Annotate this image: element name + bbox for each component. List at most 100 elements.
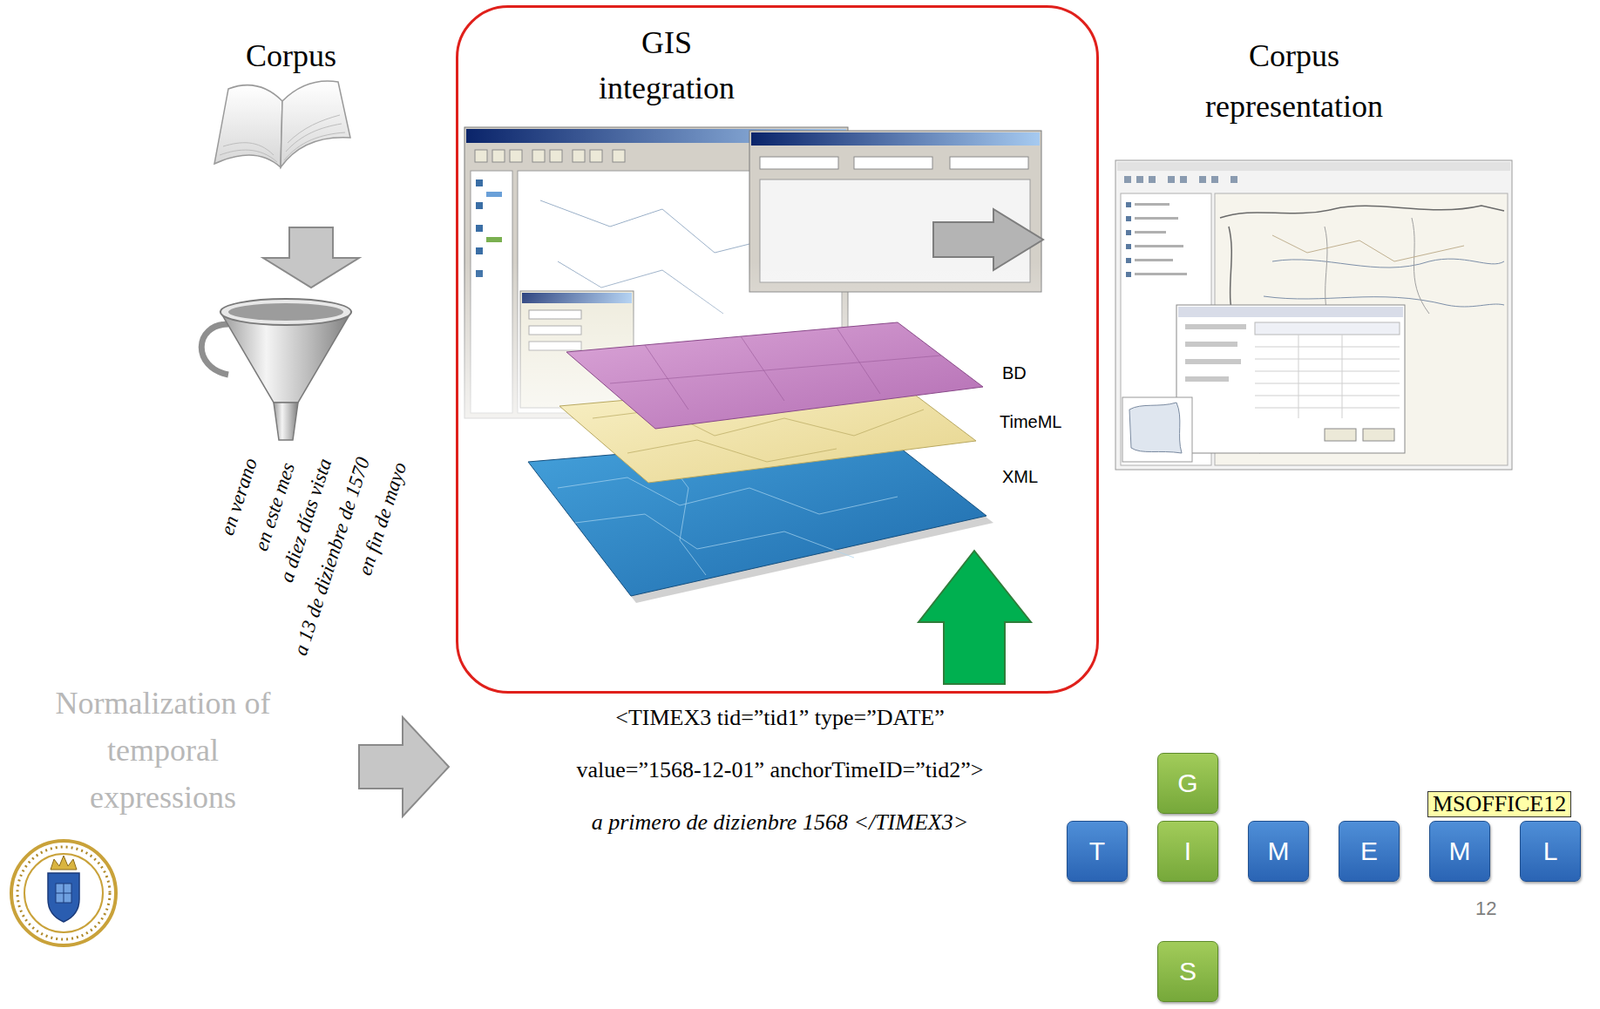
gis-layers-part <box>566 322 984 429</box>
map-screenshot-part <box>1136 176 1144 184</box>
gis-software-windows-part <box>475 224 483 232</box>
map-screenshot-part <box>1176 305 1405 454</box>
book-icon <box>214 81 351 168</box>
university-seal <box>11 840 116 946</box>
map-screenshot-part <box>1148 176 1156 184</box>
map-screenshot-part <box>1178 306 1404 318</box>
gis-software-windows-part <box>475 179 483 187</box>
box-heading: GIS integration <box>570 20 763 111</box>
map-screenshot <box>1115 160 1512 470</box>
tile-letter: E <box>1360 838 1378 865</box>
map-screenshot-part <box>1185 376 1229 382</box>
map-screenshot-part <box>1129 402 1182 454</box>
funnel-icon-part <box>201 324 229 375</box>
gis-integration-box: GIS integration <box>455 5 1099 694</box>
output-arrow <box>933 209 1044 271</box>
layer-label: BD <box>1002 362 1027 384</box>
gis-software-windows-part <box>474 149 488 163</box>
map-screenshot-part <box>1411 217 1430 314</box>
university-seal-part <box>47 873 80 923</box>
funnel-icon-part <box>228 303 344 321</box>
page-number: 12 <box>1475 897 1497 921</box>
book-icon-part <box>223 142 274 156</box>
map-screenshot-part <box>1125 230 1132 236</box>
university-seal-part <box>55 883 72 903</box>
university-seal-part <box>24 854 103 933</box>
gis-software-windows-part <box>612 149 625 163</box>
down-arrow <box>263 227 360 288</box>
gis-software-windows-part <box>572 149 585 163</box>
map-screenshot-part <box>1254 322 1400 335</box>
gis-software-windows-part <box>509 149 523 163</box>
gis-software-windows-part <box>759 156 839 170</box>
map-screenshot-part <box>1185 341 1238 347</box>
map-screenshot-part <box>1272 235 1465 262</box>
map-screenshot-part <box>1134 230 1167 234</box>
gis-software-windows-part <box>486 191 502 197</box>
layer-label: TimeML <box>999 411 1062 433</box>
map-screenshot-part <box>1134 258 1173 262</box>
gis-software-windows-part <box>475 247 483 255</box>
input-arrow <box>918 550 1031 685</box>
map-screenshot-part <box>1179 176 1187 184</box>
logo-tile: G <box>1157 752 1219 814</box>
map-screenshot-part <box>1117 162 1511 171</box>
logo-tile: T <box>1066 820 1128 882</box>
logo-tile: S <box>1157 941 1219 1003</box>
funnel-icon <box>201 298 352 441</box>
step-caption: Normalization of temporal expressions <box>32 679 294 821</box>
tile-letter: M <box>1267 838 1290 865</box>
logo-tile: E <box>1338 820 1400 882</box>
gis-software-windows-part <box>532 149 545 163</box>
map-screenshot-part <box>1125 244 1132 250</box>
map-screenshot-part <box>1125 257 1132 264</box>
map-screenshot-part <box>1220 205 1505 218</box>
layer-label: XML <box>1002 466 1038 488</box>
map-screenshot-part <box>1272 258 1505 268</box>
gis-layers-part <box>610 355 942 384</box>
map-screenshot-part <box>1125 271 1132 278</box>
map-screenshot-part <box>1134 244 1184 248</box>
gis-layers-part <box>627 440 837 462</box>
timeml-code-line: value=”1568-12-01” anchorTimeID=”tid2”> <box>474 756 1085 784</box>
map-screenshot-part <box>1115 160 1512 470</box>
gis-layers-part <box>575 514 855 558</box>
section-title: Corpus <box>203 30 379 82</box>
book-icon-part <box>287 115 340 143</box>
gis-software-windows-part <box>949 156 1029 170</box>
down-arrow-part <box>263 227 360 288</box>
map-screenshot-part <box>1211 176 1219 184</box>
map-screenshot-part <box>1167 176 1175 184</box>
logo-tile: I <box>1157 820 1219 882</box>
book-icon-part <box>214 85 283 168</box>
map-screenshot-part <box>1199 176 1207 184</box>
tile-letter: S <box>1179 958 1197 985</box>
map-screenshot-part <box>1125 202 1132 208</box>
map-screenshot-part <box>1125 216 1132 222</box>
tile-letter: M <box>1449 838 1472 865</box>
logo-tile: L <box>1519 820 1581 882</box>
gis-software-windows-part <box>540 200 785 253</box>
map-screenshot-part <box>1134 272 1187 276</box>
tile-letter: G <box>1177 770 1198 797</box>
gis-layers-part <box>740 336 785 401</box>
map-screenshot-part <box>1230 176 1238 184</box>
gis-layers-part <box>557 477 898 515</box>
book-icon-part <box>284 132 346 161</box>
gis-layers <box>528 322 994 604</box>
input-arrow-part <box>918 550 1031 685</box>
gis-software-windows-part <box>486 237 502 243</box>
map-screenshot-part <box>1324 428 1356 441</box>
gis-software-windows <box>455 127 1099 454</box>
logo-tile: M <box>1429 820 1491 882</box>
funnel-icon-part <box>220 298 352 326</box>
tile-letter: T <box>1089 838 1106 865</box>
university-seal-part <box>11 840 116 946</box>
note-tag: MSOFFICE12 <box>1427 791 1572 818</box>
tile-letter: I <box>1184 838 1192 865</box>
tile-letter: L <box>1543 838 1559 865</box>
book-icon-part <box>285 123 342 152</box>
gis-software-windows-part <box>492 149 505 163</box>
funnel-icon-part <box>273 402 299 441</box>
